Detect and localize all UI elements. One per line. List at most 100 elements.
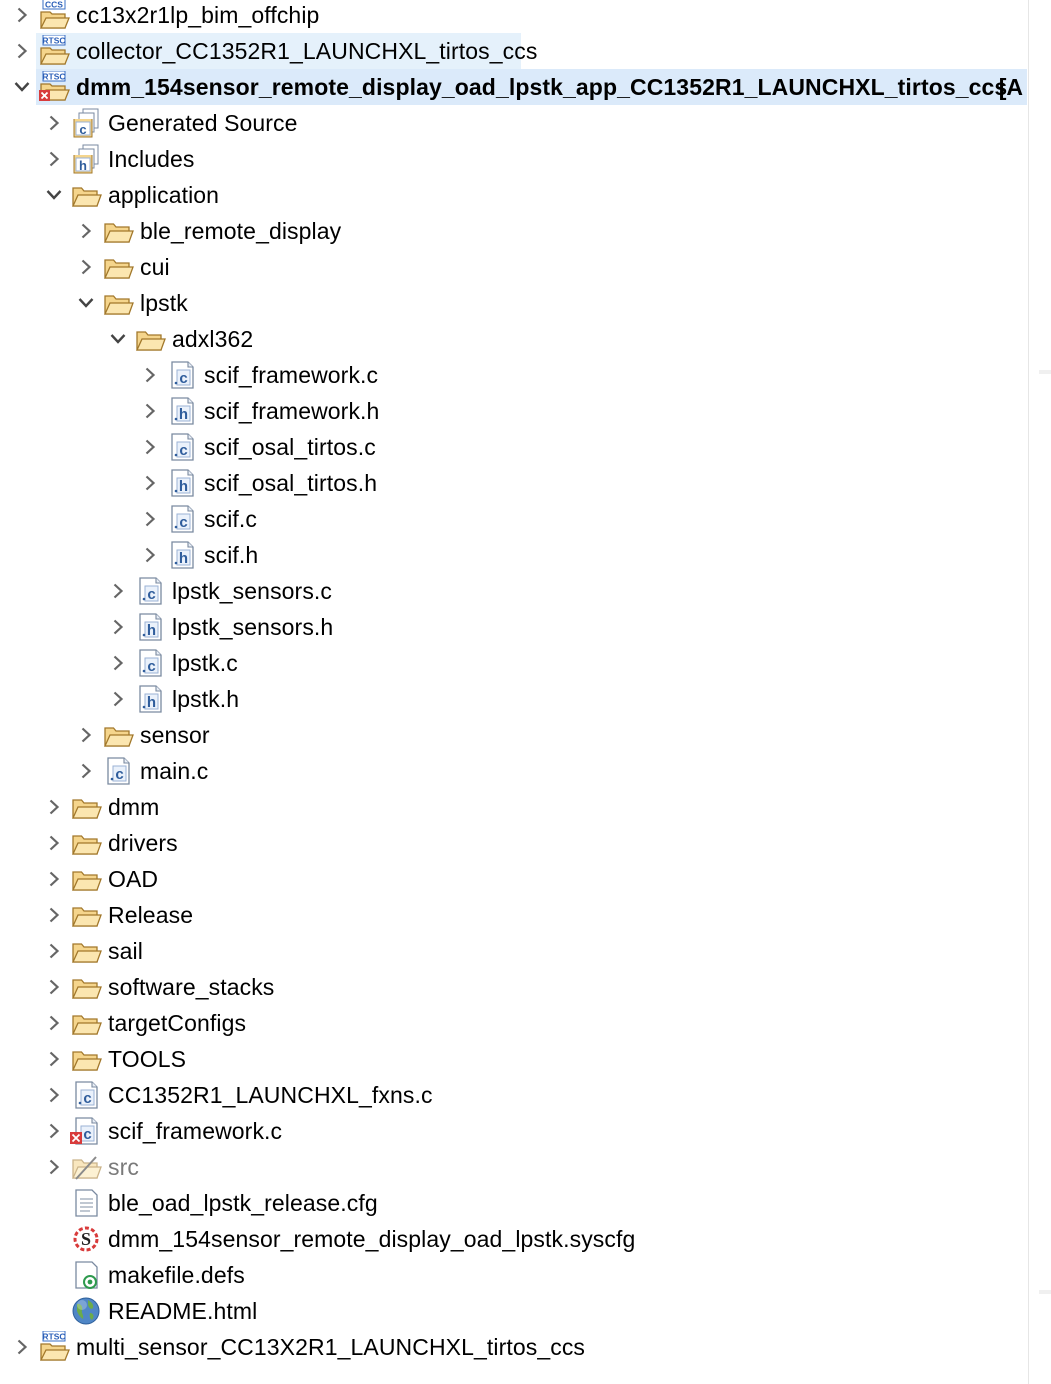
tree-row[interactable]: sail (0, 933, 1027, 969)
c-source-file-error-icon: c (70, 1115, 102, 1147)
c-source-file-icon: c (134, 575, 166, 607)
tree-row[interactable]: h lpstk.h (0, 681, 1027, 717)
chevron-right-icon[interactable] (144, 439, 158, 455)
tree-row[interactable]: ble_remote_display (0, 213, 1027, 249)
tree-row[interactable]: TOOLS (0, 1041, 1027, 1077)
chevron-right-icon[interactable] (48, 907, 62, 923)
tree-row[interactable]: h scif.h (0, 537, 1027, 573)
chevron-right-icon[interactable] (48, 871, 62, 887)
chevron-right-icon[interactable] (48, 1051, 62, 1067)
chevron-down-icon[interactable] (110, 333, 126, 349)
chevron-right-icon[interactable] (16, 1339, 30, 1355)
chevron-right-icon[interactable] (112, 655, 126, 671)
chevron-right-icon[interactable] (48, 115, 62, 131)
chevron-right-icon[interactable] (80, 259, 94, 275)
tree-row[interactable]: RTSC collector_CC1352R1_LAUNCHXL_tirtos_… (17, 33, 537, 69)
chevron-right-icon[interactable] (80, 763, 94, 779)
tree-row[interactable]: h scif_framework.h (0, 393, 1027, 429)
chevron-right-icon[interactable] (144, 403, 158, 419)
chevron-right-icon[interactable] (48, 979, 62, 995)
vertical-scrollbar[interactable] (1028, 0, 1051, 1384)
svg-text:c: c (115, 766, 123, 783)
svg-text:c: c (83, 1126, 91, 1143)
tree-item-label: multi_sensor_CC13X2R1_LAUNCHXL_tirtos_cc… (76, 1334, 586, 1360)
chevron-right-icon[interactable] (112, 691, 126, 707)
folder-icon (70, 935, 102, 967)
chevron-right-icon[interactable] (48, 1123, 62, 1139)
tree-row[interactable]: c lpstk_sensors.c (0, 573, 1027, 609)
chevron-right-icon[interactable] (48, 151, 62, 167)
tree-row[interactable]: application (0, 177, 1027, 213)
tree-row[interactable]: adxl362 (0, 321, 1027, 357)
tree-row[interactable]: cui (0, 249, 1027, 285)
tree-row[interactable]: h scif_osal_tirtos.h (0, 465, 1027, 501)
chevron-right-icon[interactable] (16, 43, 30, 59)
tree-row[interactable]: OAD (0, 861, 1027, 897)
tree-row[interactable]: lpstk (0, 285, 1027, 321)
svg-text:S: S (81, 1229, 91, 1249)
tree-item-label: OAD (108, 866, 159, 892)
tree-row[interactable]: drivers (0, 825, 1027, 861)
scrollbar-marker (1039, 370, 1051, 374)
project-decoration-suffix: [A (998, 74, 1023, 100)
tree-row[interactable]: c CC1352R1_LAUNCHXL_fxns.c (0, 1077, 1027, 1113)
tree-item-label: scif_framework.h (204, 398, 380, 424)
tree-item-label: dmm (108, 794, 160, 820)
tree-row[interactable]: RTSC multi_sensor_CC13X2R1_LAUNCHXL_tirt… (0, 1329, 1027, 1365)
tree-row[interactable]: c lpstk.c (0, 645, 1027, 681)
chevron-right-icon[interactable] (48, 799, 62, 815)
tree-item-label: Includes (108, 146, 195, 172)
h-header-file-icon: h (166, 467, 198, 499)
chevron-right-icon[interactable] (144, 511, 158, 527)
folder-icon (70, 1043, 102, 1075)
tree-row[interactable]: src (0, 1149, 1027, 1185)
chevron-right-icon[interactable] (48, 1159, 62, 1175)
tree-item-label: scif.h (204, 542, 259, 568)
generated-source-icon: c (70, 107, 102, 139)
tree-row[interactable]: RTSC dmm_154sensor_remote_display_oad_lp… (14, 69, 1027, 105)
tree-row[interactable]: software_stacks (0, 969, 1027, 1005)
chevron-right-icon[interactable] (144, 475, 158, 491)
chevron-right-icon[interactable] (48, 835, 62, 851)
svg-text:c: c (83, 1090, 91, 1107)
tree-row[interactable]: c main.c (0, 753, 1027, 789)
tree-item-label: lpstk (140, 290, 188, 316)
tree-item-label: lpstk_sensors.c (172, 578, 333, 604)
tree-row[interactable]: ble_oad_lpstk_release.cfg (0, 1185, 1027, 1221)
chevron-right-icon[interactable] (80, 223, 94, 239)
chevron-right-icon[interactable] (112, 583, 126, 599)
tree-row[interactable]: dmm (0, 789, 1027, 825)
chevron-right-icon[interactable] (16, 7, 30, 23)
chevron-down-icon[interactable] (78, 297, 94, 313)
chevron-right-icon[interactable] (48, 1015, 62, 1031)
chevron-right-icon[interactable] (48, 943, 62, 959)
tree-row[interactable]: c scif_framework.c (0, 1113, 1027, 1149)
chevron-down-icon[interactable] (46, 189, 62, 205)
tree-row[interactable]: makefile.defs (0, 1257, 1027, 1293)
tree-row[interactable]: README.html (0, 1293, 1027, 1329)
chevron-right-icon[interactable] (48, 1087, 62, 1103)
chevron-right-icon[interactable] (112, 619, 126, 635)
tree-row[interactable]: c scif_framework.c (0, 357, 1027, 393)
tree-row[interactable]: c scif_osal_tirtos.c (0, 429, 1027, 465)
tree-row[interactable]: Release (0, 897, 1027, 933)
chevron-down-icon[interactable] (14, 81, 30, 97)
folder-icon (70, 827, 102, 859)
tree-row[interactable]: h lpstk_sensors.h (0, 609, 1027, 645)
chevron-right-icon[interactable] (144, 547, 158, 563)
tree-row[interactable]: c scif.c (0, 501, 1027, 537)
tree-row[interactable]: targetConfigs (0, 1005, 1027, 1041)
chevron-right-icon[interactable] (80, 727, 94, 743)
chevron-right-icon[interactable] (144, 367, 158, 383)
tree-item-label: software_stacks (108, 974, 275, 1000)
svg-text:h: h (147, 694, 156, 711)
project-explorer-tree[interactable]: CCS cc13x2r1lp_bim_offchip RTSC collecto… (0, 0, 1027, 1384)
tree-row[interactable]: sensor (0, 717, 1027, 753)
tree-row[interactable]: CCS cc13x2r1lp_bim_offchip (0, 0, 1027, 33)
svg-text:c: c (147, 658, 155, 675)
folder-icon (70, 179, 102, 211)
svg-text:h: h (179, 478, 188, 495)
